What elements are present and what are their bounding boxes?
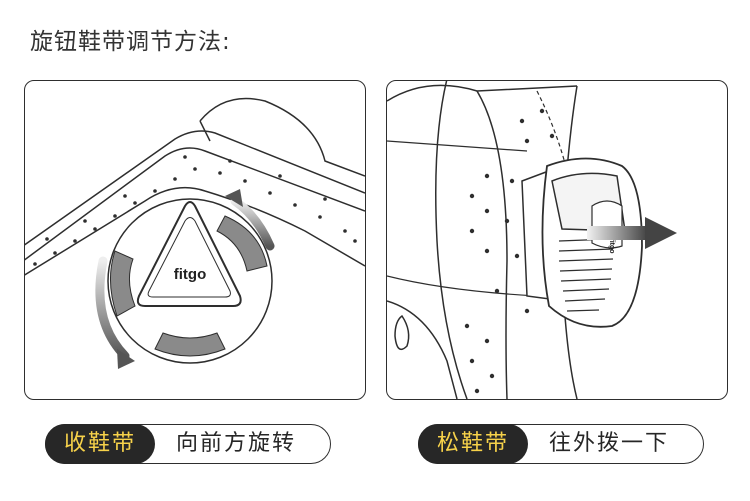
tighten-illustration: fitgo (24, 80, 366, 400)
tighten-instruction: 收鞋带 向前方旋转 (45, 424, 331, 464)
page-title: 旋钮鞋带调节方法: (30, 29, 231, 55)
shoe-knob-pull-drawing: fitgo (387, 81, 677, 399)
shoe-knob-rotate-drawing: fitgo (25, 97, 365, 369)
perforation-dots (33, 155, 357, 266)
brand-logo: fitgo (174, 266, 206, 283)
loosen-instruction: 松鞋带 往外拨一下 (418, 424, 704, 464)
brand-logo: fitgo (608, 238, 615, 253)
knob-ridges (558, 238, 614, 312)
loosen-description: 往外拨一下 (549, 431, 670, 456)
tighten-description: 向前方旋转 (176, 431, 297, 456)
pull-arrow-head (645, 217, 677, 249)
rotate-arrow-left (95, 256, 130, 361)
loosen-illustration: fitgo (386, 80, 728, 400)
tighten-tag: 收鞋带 (45, 424, 155, 464)
loosen-tag: 松鞋带 (418, 424, 528, 464)
pull-arrow-shaft (587, 226, 647, 240)
